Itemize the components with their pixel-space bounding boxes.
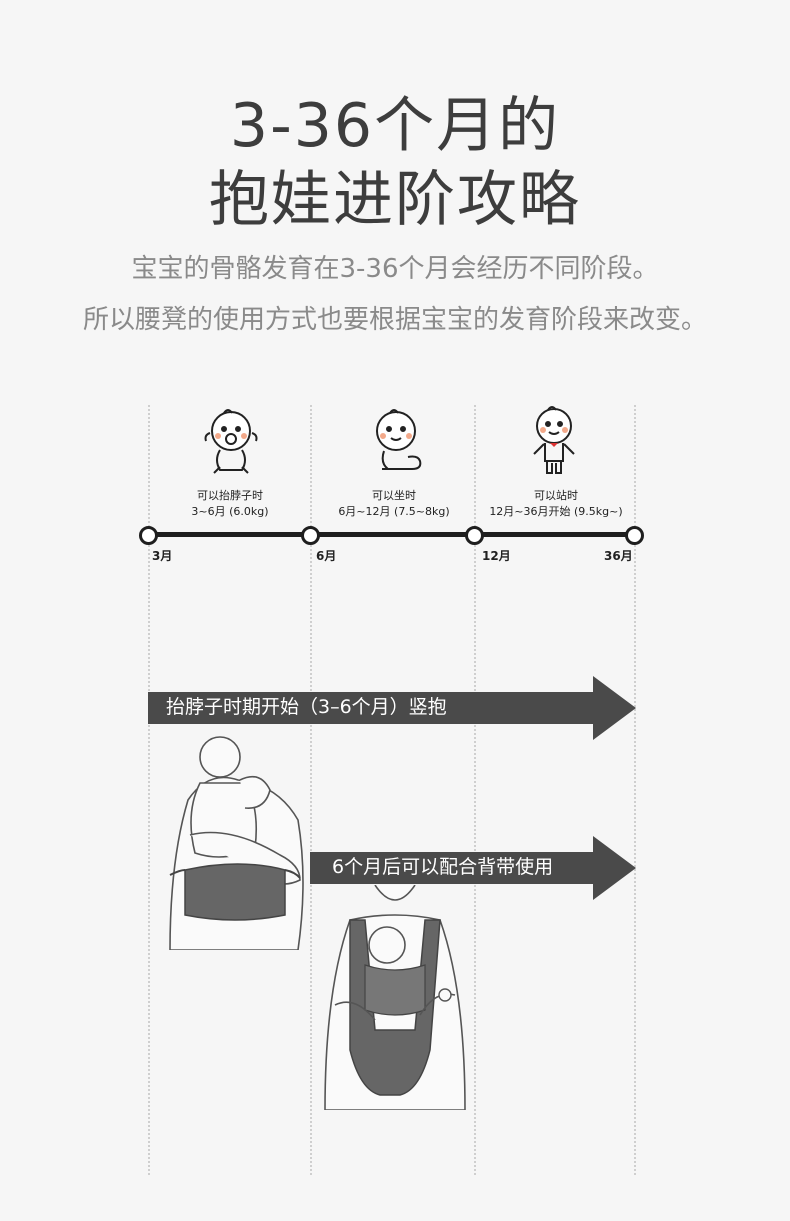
upright-hold-label: 抬脖子时期开始（3–6个月）竖抱	[166, 696, 447, 718]
guide-line-6m	[310, 405, 312, 1175]
stage-3-label: 可以站时 12月~36月开始 (9.5kg~)	[476, 488, 636, 520]
timeline-node-3m	[139, 526, 158, 545]
baby-sitting-icon	[376, 409, 422, 470]
month-label-36m: 36月	[604, 549, 633, 563]
baby-carrier-illustration	[324, 885, 466, 1110]
guide-line-12m	[474, 405, 476, 1175]
carrier-label: 6个月后可以配合背带使用	[332, 856, 554, 878]
timeline-node-12m	[465, 526, 484, 545]
stage-1-detail: 3~6月 (6.0kg)	[191, 505, 269, 518]
timeline-bar	[148, 532, 635, 537]
page-title-line2: 抱娃进阶攻略	[209, 165, 581, 235]
intro-line2: 所以腰凳的使用方式也要根据宝宝的发育阶段来改变。	[82, 305, 707, 335]
hip-seat-hold-illustration	[169, 736, 304, 950]
stage-3-detail: 12月~36月开始 (9.5kg~)	[489, 505, 623, 518]
timeline-node-6m	[301, 526, 320, 545]
page-title-line1: 3-36个月的	[229, 91, 561, 161]
stage-3-title: 可以站时	[534, 489, 578, 502]
month-label-12m: 12月	[482, 549, 511, 563]
stage-1-label: 可以抬脖子时 3~6月 (6.0kg)	[150, 488, 310, 520]
month-label-3m: 3月	[152, 549, 173, 563]
upright-hold-arrow	[148, 676, 636, 740]
intro-line1: 宝宝的骨骼发育在3-36个月会经历不同阶段。	[131, 254, 659, 284]
baby-standing-icon	[533, 406, 575, 474]
stage-1-title: 可以抬脖子时	[197, 489, 263, 502]
guide-line-36m	[634, 405, 636, 1175]
month-label-6m: 6月	[316, 549, 337, 563]
baby-head-icon	[204, 409, 258, 474]
stage-2-title: 可以坐时	[372, 489, 416, 502]
stage-2-label: 可以坐时 6月~12月 (7.5~8kg)	[314, 488, 474, 520]
stage-2-detail: 6月~12月 (7.5~8kg)	[338, 505, 450, 518]
guide-line-3m	[148, 405, 150, 1175]
carrier-arrow	[310, 836, 636, 900]
timeline-node-36m	[625, 526, 644, 545]
